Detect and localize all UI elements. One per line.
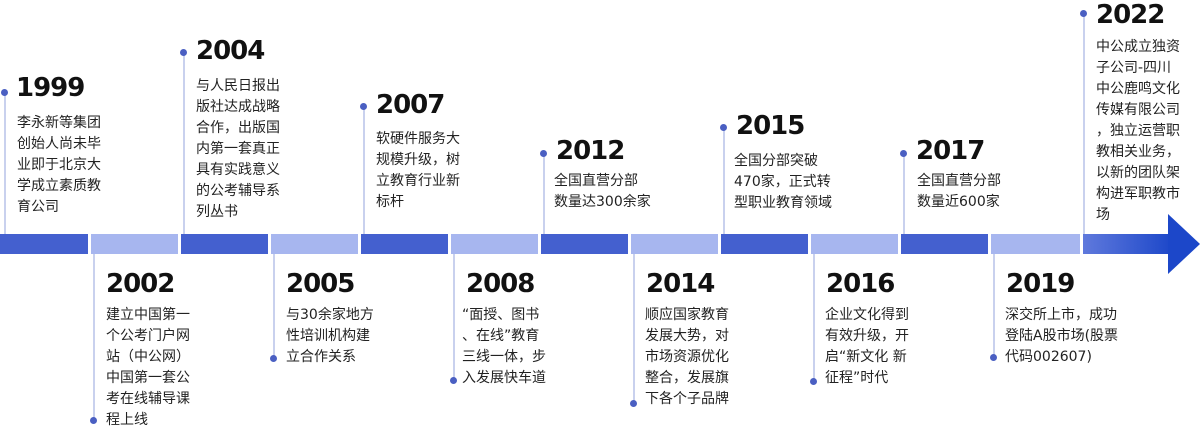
milestone-description: 李永新等集团 创始人尚未毕 业即于北京大 学成立素质教 育公司 — [17, 115, 101, 215]
guide-line-2016 — [813, 254, 815, 380]
milestone-description: 中公成立独资 子公司-四川 中公鹿鸣文化 传媒有限公司 ，独立运营职 教相关业务… — [1096, 39, 1180, 223]
guide-line-1999 — [4, 92, 6, 234]
milestone-year: 2016 — [826, 269, 895, 299]
guide-line-2008 — [453, 254, 455, 379]
milestone-year: 2019 — [1006, 269, 1075, 299]
timeline-segment — [901, 234, 988, 254]
timeline-arrow-head — [1168, 214, 1200, 274]
milestone-dot — [450, 377, 457, 384]
milestone-year: 2004 — [196, 36, 265, 66]
milestone-year: 2017 — [916, 136, 985, 166]
milestone-description: 建立中国第一 个公考门户网 站（中公网） 中国第一套公 考在线辅导课 程上线 — [106, 307, 190, 428]
milestone-year: 1999 — [16, 73, 85, 103]
guide-line-2014 — [633, 254, 635, 402]
guide-line-2004 — [183, 52, 185, 234]
milestone-dot — [810, 378, 817, 385]
milestone-dot — [270, 355, 277, 362]
milestone-year: 2015 — [736, 111, 805, 141]
timeline-segment — [0, 234, 88, 254]
milestone-description: 顺应国家教育 发展大势，对 市场资源优化 整合，发展旗 下各个子品牌 — [645, 307, 729, 407]
guide-line-2007 — [363, 106, 365, 234]
guide-line-2005 — [273, 254, 275, 357]
timeline-segment — [991, 234, 1080, 254]
milestone-dot — [540, 150, 547, 157]
milestone-dot — [990, 354, 997, 361]
timeline-segment — [451, 234, 538, 254]
timeline-segment — [721, 234, 808, 254]
milestone-dot — [360, 103, 367, 110]
milestone-description: 与30余家地方 性培训机构建 立合作关系 — [286, 307, 374, 365]
guide-line-2002 — [93, 254, 95, 419]
milestone-dot — [630, 400, 637, 407]
guide-line-2015 — [723, 127, 725, 234]
milestone-description: 深交所上市，成功 登陆A股市场(股票 代码002607) — [1005, 307, 1119, 365]
milestone-year: 2008 — [466, 269, 535, 299]
milestone-year: 2014 — [646, 269, 715, 299]
milestone-year: 2007 — [376, 90, 445, 120]
timeline-segment — [631, 234, 718, 254]
timeline-segment — [361, 234, 448, 254]
milestone-description: “面授、图书 、在线”教育 三线一体，步 入发展快车道 — [462, 307, 546, 386]
guide-line-2017 — [903, 153, 905, 234]
milestone-dot — [90, 417, 97, 424]
milestone-description: 企业文化得到 有效升级，开 启“新文化 新 征程”时代 — [825, 307, 909, 386]
milestone-dot — [1, 89, 8, 96]
milestone-dot — [1080, 10, 1087, 17]
milestone-year: 2012 — [556, 136, 625, 166]
timeline-segment — [271, 234, 358, 254]
timeline-arrow-body — [1083, 234, 1173, 254]
guide-line-2012 — [543, 153, 545, 234]
timeline-segment — [91, 234, 178, 254]
milestone-year: 2022 — [1096, 0, 1165, 30]
milestone-year: 2002 — [106, 269, 175, 299]
timeline-segment — [541, 234, 628, 254]
milestone-dot — [720, 124, 727, 131]
milestone-description: 软硬件服务大 规模升级，树 立教育行业新 标杆 — [376, 131, 460, 210]
guide-line-2022 — [1083, 14, 1085, 234]
milestone-description: 全国直营分部 数量达300余家 — [554, 173, 651, 210]
milestone-description: 全国直营分部 数量近600家 — [917, 173, 1001, 210]
timeline-segment — [181, 234, 268, 254]
milestone-description: 与人民日报出 版社达成战略 合作，出版国 内第一套真正 具有实践意义 的公考辅导… — [196, 78, 280, 220]
milestone-dot — [180, 49, 187, 56]
milestone-description: 全国分部突破 470家，正式转 型职业教育领域 — [734, 153, 832, 211]
milestone-dot — [900, 150, 907, 157]
timeline-segment — [811, 234, 898, 254]
guide-line-2019 — [993, 254, 995, 356]
milestone-year: 2005 — [286, 269, 355, 299]
